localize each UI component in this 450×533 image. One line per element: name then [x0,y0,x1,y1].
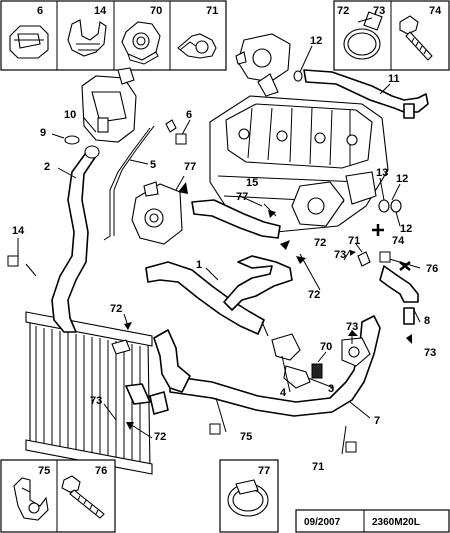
markers [7,133,412,453]
legend-label-77: 77 [258,465,270,477]
callout-73-far: 73 [424,347,436,359]
legend-label-74: 74 [429,5,442,17]
callout-4: 4 [280,387,287,399]
callout-5: 5 [150,159,156,171]
callout-74: 74 [392,235,405,247]
callout-76: 76 [426,263,438,275]
callout-7: 7 [374,415,380,427]
legend-label-76: 76 [95,465,107,477]
callout-2: 2 [44,161,50,173]
callout-10: 10 [64,109,76,121]
callouts: 12 11 6 10 9 2 5 77 77 15 13 12 12 74 72… [12,35,438,473]
callout-72-engine: 72 [314,237,326,249]
callout-1: 1 [196,259,202,271]
callout-13: 13 [376,167,388,179]
callout-15: 15 [246,177,258,189]
callout-71: 71 [348,235,360,247]
band-clamp-77-icon [227,479,269,517]
clip-6-icon [9,25,49,59]
legend-bottom: 75 76 77 [0,459,279,533]
callout-12-lower: 12 [400,223,412,235]
legend-label-14: 14 [94,5,107,17]
legend-label-71: 71 [206,5,218,17]
screw-76-icon [61,475,105,519]
callout-11: 11 [388,73,400,85]
clamps [64,70,402,355]
water-pump [131,181,183,245]
callout-3: 3 [328,383,334,395]
callout-77-mid: 77 [236,191,248,203]
footer-date: 09/2007 [304,517,341,528]
pipe-5 [103,127,151,241]
callout-8: 8 [424,315,430,327]
legend-label-6: 6 [37,5,43,17]
callout-73-mid: 73 [346,321,358,333]
footer-box [295,509,450,533]
callout-72-mid: 72 [308,289,320,301]
callout-72-left: 72 [110,303,122,315]
hose-15 [191,199,281,239]
hose-11 [303,69,429,113]
thermostat-housing [235,33,291,97]
sensor-bracket [271,333,371,389]
legend-top: 6 14 70 71 72 73 74 [0,0,450,71]
hoses [51,69,429,417]
callout-6: 6 [186,109,192,121]
hose-8 [379,265,419,303]
hose-7 [169,315,381,417]
legend-label-73: 73 [373,5,385,17]
clip-75-icon [13,477,49,521]
hose-2 [51,149,97,333]
nut-70-icon [121,21,161,65]
legend-label-72: 72 [337,5,349,17]
hose-lower [153,329,191,393]
callout-77-top: 77 [184,161,196,173]
clamp-71-icon [177,33,217,59]
engine-block [209,95,389,233]
hose-clamp-72-73-icon [343,11,383,60]
screw-74-icon [399,15,433,61]
callout-73-left: 73 [90,395,102,407]
callout-75: 75 [240,431,252,443]
callout-73-right: 73 [334,249,346,261]
radiator [25,311,153,475]
callout-12: 12 [310,35,322,47]
callout-70: 70 [320,341,332,353]
hose-1 [145,261,265,335]
legend-label-75: 75 [38,465,50,477]
callout-12-right: 12 [396,173,408,185]
callout-71-bottom: 71 [312,461,324,473]
clip-14-icon [67,19,107,57]
expansion-tank [81,67,137,143]
footer-ref-code: 2360M20L [372,517,420,528]
callout-14: 14 [12,225,25,237]
footer-reference: 09/2007 2360M20L [295,509,450,533]
callout-72-bottom: 72 [154,431,166,443]
callout-9: 9 [40,127,46,139]
legend-label-70: 70 [150,5,162,17]
